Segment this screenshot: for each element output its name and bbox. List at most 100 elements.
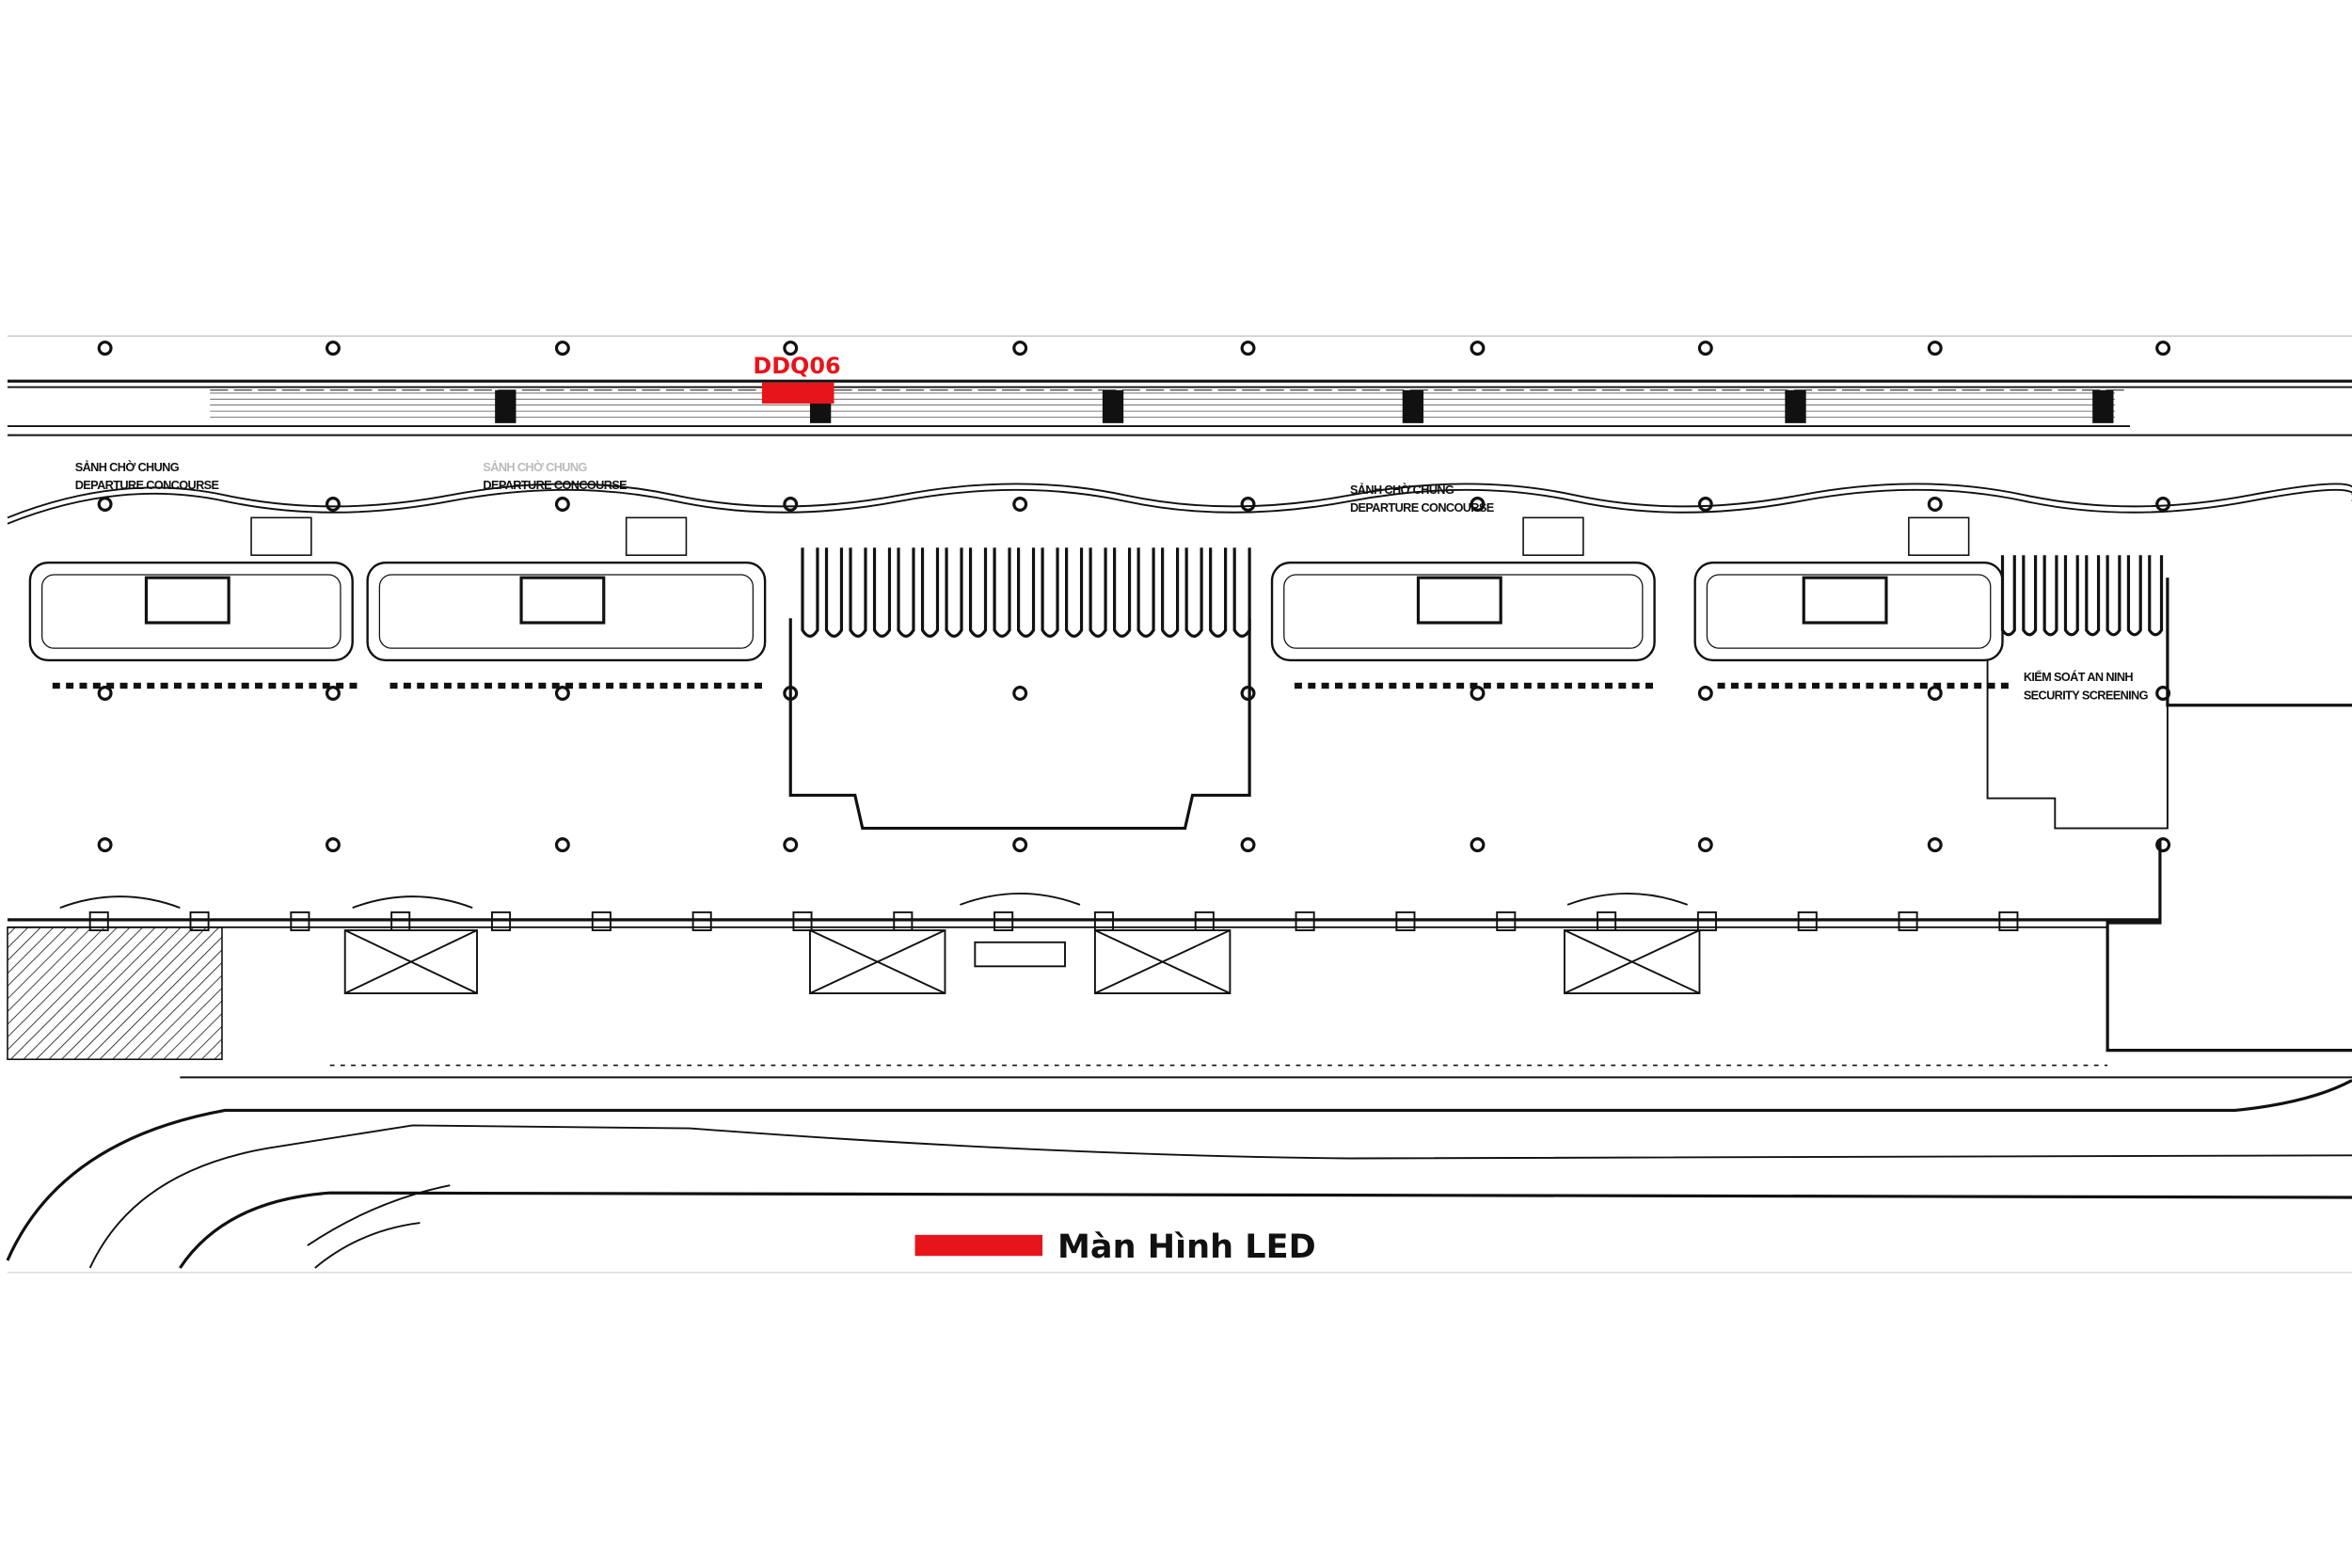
seat [1442, 682, 1451, 689]
seat [443, 682, 452, 689]
seat [1933, 682, 1942, 689]
seat [1798, 682, 1806, 689]
seat [1308, 682, 1316, 689]
seat [228, 682, 236, 689]
check-in-counter [2148, 555, 2164, 637]
check-in-counter [2000, 555, 2016, 637]
equipment-room [1416, 576, 1502, 625]
seat [1456, 682, 1465, 689]
seat [79, 682, 87, 689]
zone-label-departure-1: SẢNH CHỜ CHUNG DEPARTURE CONCOURSE [75, 460, 219, 492]
structural-column [554, 837, 570, 853]
seat [754, 682, 762, 689]
entrance-door [893, 911, 914, 931]
structural-column [1927, 497, 1943, 512]
structural-column [1240, 497, 1256, 512]
led-screen-marker-ddq06[interactable] [761, 382, 834, 404]
seat [1361, 682, 1370, 689]
core-block [495, 389, 516, 423]
structural-column [1927, 837, 1943, 853]
check-in-counter [920, 547, 940, 638]
structural-column [1927, 341, 1943, 356]
seat [1591, 682, 1599, 689]
seat [92, 682, 101, 689]
marker-label: DDQ06 [753, 353, 840, 379]
seat [551, 682, 560, 689]
structural-column [554, 341, 570, 356]
seat [565, 682, 574, 689]
entrance-door [1898, 911, 1918, 931]
structural-column [325, 837, 341, 853]
structural-column [97, 497, 113, 512]
seat [1879, 682, 1887, 689]
seat [66, 682, 74, 689]
svg-text:DEPARTURE CONCOURSE: DEPARTURE CONCOURSE [75, 478, 219, 492]
seat [389, 682, 398, 689]
check-in-counter [849, 547, 867, 638]
structural-column [1470, 837, 1486, 853]
seat [619, 682, 628, 689]
check-in-counter [872, 547, 892, 638]
seat [498, 682, 506, 689]
canopy [960, 892, 1081, 906]
seat [1987, 682, 1995, 689]
seat [1631, 682, 1640, 689]
structural-column [1470, 497, 1486, 512]
entrance-door [1797, 911, 1818, 931]
seat [133, 682, 141, 689]
seat [187, 682, 196, 689]
check-in-counter [2106, 555, 2122, 637]
structural-column [1697, 341, 1713, 356]
seat [700, 682, 708, 689]
seat [1523, 682, 1532, 689]
zone-label-departure-2: SẢNH CHỜ CHUNG DEPARTURE CONCOURSE [483, 460, 627, 492]
seat [1416, 682, 1424, 689]
seat [214, 682, 222, 689]
canopy [1566, 892, 1689, 906]
core-block [1102, 389, 1124, 423]
entrance-door [1496, 911, 1517, 931]
room [1908, 516, 1970, 557]
structural-column [1240, 341, 1256, 356]
zone-label-departure-3: SẢNH CHỜ CHUNG DEPARTURE CONCOURSE [1350, 483, 1494, 515]
check-in-counter [2126, 555, 2142, 637]
structural-column [1012, 837, 1028, 853]
seat [1974, 682, 1982, 689]
svg-text:SECURITY SCREENING: SECURITY SCREENING [2024, 688, 2149, 702]
seat [1744, 682, 1753, 689]
seat [1645, 682, 1654, 689]
seat [592, 682, 600, 689]
entrance-door [1194, 911, 1215, 931]
core-block [2092, 389, 2114, 423]
seat [1838, 682, 1847, 689]
seat [1812, 682, 1820, 689]
seat [538, 682, 547, 689]
structural-column [1240, 837, 1256, 853]
seat [147, 682, 155, 689]
entrance-door [1395, 911, 1416, 931]
structural-column [325, 341, 341, 356]
seat [1825, 682, 1834, 689]
structural-column [1470, 341, 1486, 356]
seat [484, 682, 492, 689]
seat [1470, 682, 1478, 689]
seat [349, 682, 358, 689]
seat [106, 682, 115, 689]
seat [403, 682, 411, 689]
seat [1947, 682, 1955, 689]
equipment-room [144, 576, 230, 625]
seat [1510, 682, 1518, 689]
structural-column [97, 341, 113, 356]
structural-column [783, 341, 799, 356]
seat [281, 682, 290, 689]
structural-column [783, 497, 799, 512]
structural-column [1240, 686, 1256, 701]
check-in-counter [1136, 547, 1155, 638]
seat [1866, 682, 1874, 689]
seat [2000, 682, 2009, 689]
seat [1785, 682, 1793, 689]
check-in-counter [1041, 547, 1059, 638]
room [625, 516, 688, 557]
